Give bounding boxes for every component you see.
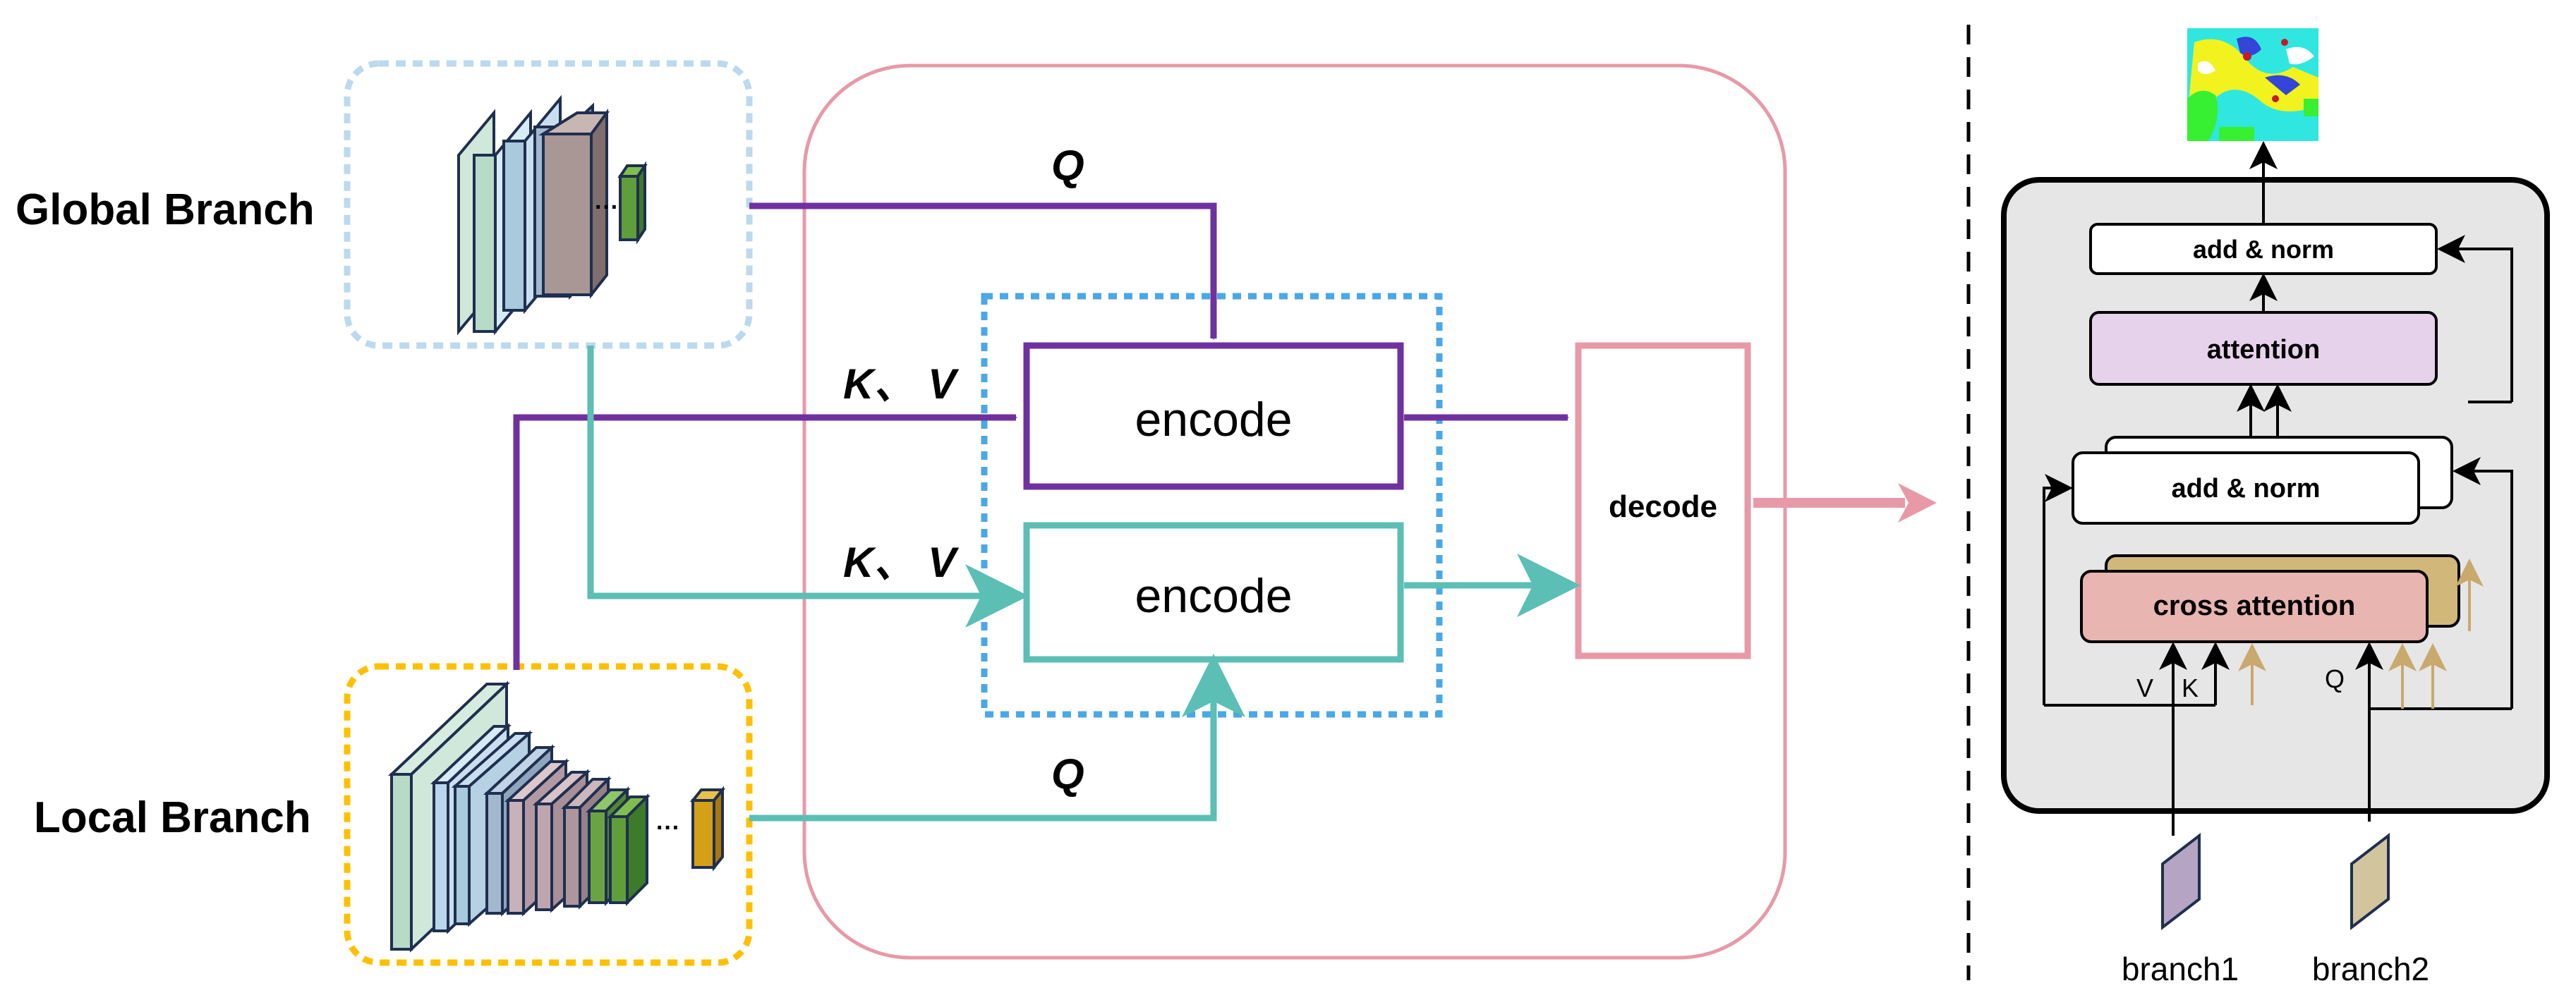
attention-label: attention: [2207, 335, 2320, 365]
encoder-group-box: [981, 293, 1443, 718]
cross-attention-label: cross attention: [2153, 590, 2356, 621]
add-norm-mid-label: add & norm: [2171, 474, 2320, 504]
q-label: Q: [2325, 664, 2345, 693]
q-top-label: Q: [1051, 142, 1084, 189]
local-ellipsis: ···: [656, 815, 680, 841]
purple-connectors: [513, 202, 1569, 670]
global-branch-label: Global Branch: [16, 185, 315, 234]
branch1-label: branch1: [2122, 951, 2239, 987]
add-norm-mid-box: [2072, 451, 2420, 525]
teal-connectors: [587, 346, 1580, 822]
encode-box-top: [1023, 342, 1404, 490]
branch1-feature: [2161, 832, 2201, 931]
k-label: K: [2182, 673, 2199, 702]
global-cnn-stack: [457, 94, 648, 336]
decode-label: decode: [1609, 489, 1717, 524]
kv-top-label: K、 V: [843, 360, 960, 408]
cross-attention-box: [2080, 570, 2429, 643]
panel-gold-connectors: [2238, 559, 2484, 709]
local-branch-label: Local Branch: [34, 793, 311, 842]
panel-black-connectors: [2043, 141, 2513, 836]
encode-bottom-label: encode: [1135, 569, 1292, 623]
branch2-feature: [2350, 832, 2390, 931]
q-bottom-label: Q: [1051, 750, 1084, 798]
encode-box-bottom: [1023, 522, 1404, 663]
decode-to-detail-arrow: [1753, 483, 1937, 523]
encode-top-label: encode: [1135, 393, 1292, 446]
branch2-label: branch2: [2312, 951, 2429, 987]
add-norm-top-label: add & norm: [2193, 235, 2334, 264]
local-cnn-stack: [387, 681, 726, 953]
transformer-box: [802, 63, 1787, 960]
global-ellipsis: ···: [595, 194, 619, 221]
local-branch-box: [344, 663, 753, 966]
output-segmentation-map: [2187, 28, 2318, 141]
kv-bottom-label: K、 V: [843, 539, 960, 586]
decode-box: [1575, 342, 1751, 659]
v-label: V: [2136, 673, 2153, 702]
